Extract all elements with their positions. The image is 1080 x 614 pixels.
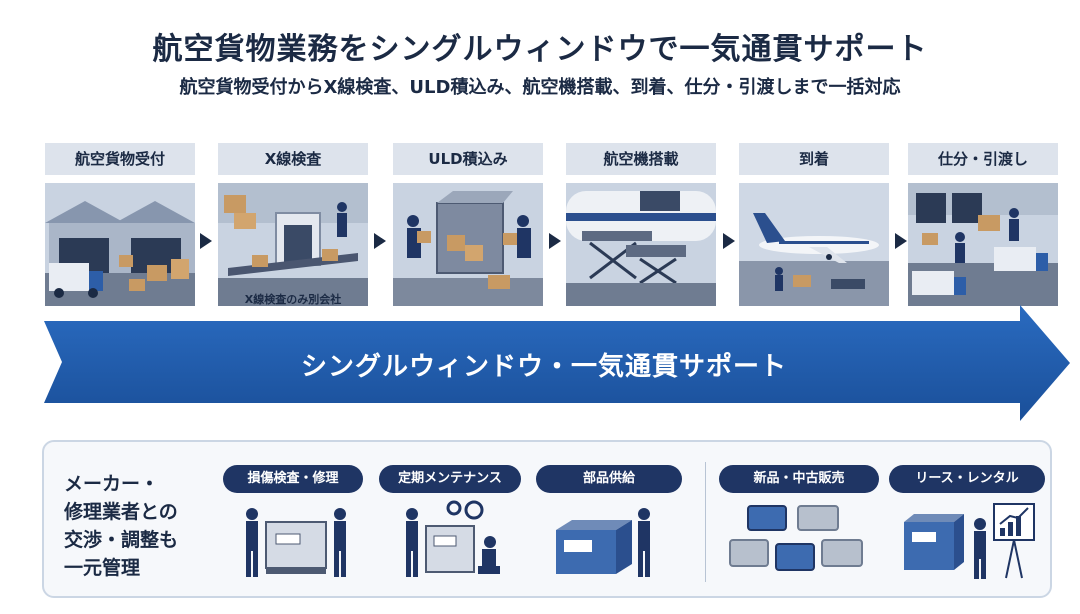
step-label: X線検査 <box>218 143 368 175</box>
step-uld-loading: ULD積込み <box>393 143 543 306</box>
service-pill-parts-supply: 部品供給 <box>536 465 682 493</box>
step-cargo-reception: 航空貨物受付 <box>45 143 195 306</box>
lease-icon <box>904 503 1035 579</box>
chevron-right-icon <box>723 233 735 249</box>
chevron-right-icon <box>895 233 907 249</box>
service-pill-inspection-repair: 損傷検査・修理 <box>223 465 363 493</box>
chevron-right-icon <box>200 233 212 249</box>
service-pill-maintenance: 定期メンテナンス <box>379 465 521 493</box>
step-arrival: 到着 <box>739 143 889 306</box>
step-label: ULD積込み <box>393 143 543 175</box>
step-label: 仕分・引渡し <box>908 143 1058 175</box>
step-sorting-delivery: 仕分・引渡し <box>908 143 1058 306</box>
step-label: 到着 <box>739 143 889 175</box>
aircraft-arrival-illustration <box>739 183 889 306</box>
step-note: X線検査のみ別会社 <box>244 293 342 306</box>
inspection-icon <box>246 508 346 577</box>
parts-supply-icon <box>556 508 650 577</box>
chevron-right-icon <box>374 233 386 249</box>
services-description-line: 修理業者との <box>64 501 178 523</box>
step-label: 航空機搭載 <box>566 143 716 175</box>
sorting-delivery-illustration <box>908 183 1058 306</box>
uld-loading-illustration <box>393 183 543 306</box>
sales-icon <box>729 505 863 571</box>
services-description: メーカー・ 修理業者との 交渉・調整も 一元管理 <box>64 470 214 582</box>
services-description-line: メーカー・ <box>64 473 160 495</box>
page-subtitle: 航空貨物受付からX線検査、ULD積込み、航空機搭載、到着、仕分・引渡しまで一括対… <box>179 77 901 98</box>
services-description-line: 一元管理 <box>64 557 141 579</box>
services-description-line: 交渉・調整も <box>64 529 179 551</box>
panel-divider <box>705 462 706 582</box>
warehouse-illustration <box>45 183 195 306</box>
xray-scanner-illustration <box>218 183 368 306</box>
maintenance-icon <box>406 500 500 577</box>
banner-text: シングルウィンドウ・一気通貫サポート <box>300 352 787 382</box>
step-aircraft-loading: 航空機搭載 <box>566 143 716 306</box>
aircraft-loading-illustration <box>566 183 716 306</box>
step-xray-inspection: X線検査 X線検査のみ別会社 <box>218 143 368 306</box>
step-label: 航空貨物受付 <box>45 143 195 175</box>
single-window-banner-arrow <box>44 305 1070 421</box>
page-title: 航空貨物業務をシングルウィンドウで一気通貫サポート <box>152 32 928 67</box>
service-pill-lease-rental: リース・レンタル <box>889 465 1045 493</box>
service-pill-sales: 新品・中古販売 <box>719 465 879 493</box>
chevron-right-icon <box>549 233 561 249</box>
